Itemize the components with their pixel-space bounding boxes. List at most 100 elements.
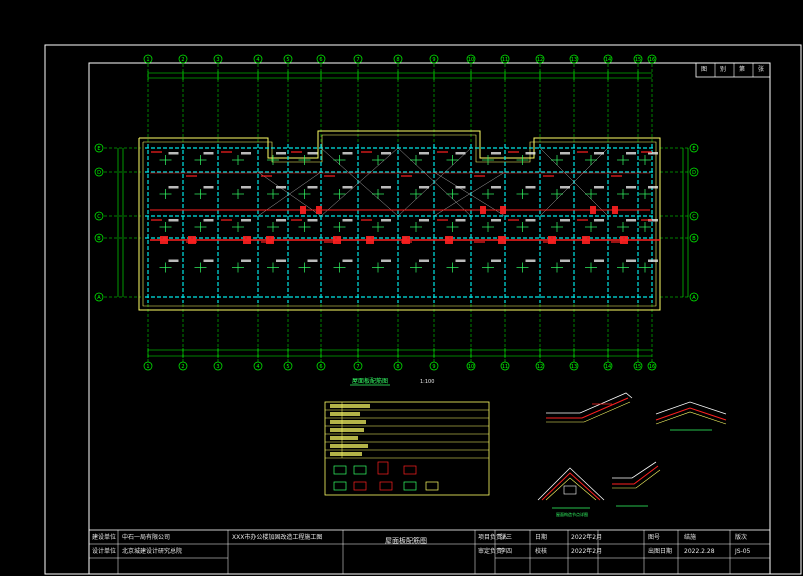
sheet-number: JS-05 xyxy=(735,548,751,555)
axis-bubble xyxy=(316,54,326,64)
axis-bubble xyxy=(500,54,510,64)
axis-label-side: D xyxy=(692,170,696,176)
date-label-1: 日期 xyxy=(535,534,548,541)
axis-label-top: 12 xyxy=(537,364,543,370)
axis-bubble xyxy=(94,167,104,177)
rebar-layout xyxy=(150,151,660,273)
axis-label-top: 10 xyxy=(468,57,474,63)
designer-value: 北京城建设计研究总院 xyxy=(122,548,183,555)
axis-bubble xyxy=(178,361,188,371)
axis-bubble xyxy=(429,54,439,64)
axis-bubble xyxy=(429,361,439,371)
sheet-info-box xyxy=(695,62,771,78)
sheet-box-label-1: 图 xyxy=(701,66,708,73)
axis-label-top: 11 xyxy=(502,57,508,63)
axis-label-side: B xyxy=(97,236,101,242)
plan-title: 屋面板配筋图 xyxy=(352,377,388,385)
date-value-1: 2022年2月 xyxy=(571,534,603,541)
axis-bubble xyxy=(283,54,293,64)
axis-label-top: 14 xyxy=(605,57,611,63)
check-label: 校核 xyxy=(535,548,548,555)
approve-label: 审定负责 xyxy=(478,548,503,555)
axis-label-top: 10 xyxy=(468,364,474,370)
axis-label-top: 11 xyxy=(502,364,508,370)
axis-bubble xyxy=(466,54,476,64)
axis-bubble xyxy=(689,292,699,302)
axis-bubble xyxy=(603,361,613,371)
axis-label-top: 9 xyxy=(432,364,435,370)
owner-value: 中石一局有限公司 xyxy=(122,534,171,541)
axis-grid: 1122334455667788991010111112121313141415… xyxy=(94,54,699,371)
sheet-box-label-2: 别 xyxy=(720,66,727,73)
axis-label-top: 1 xyxy=(146,364,149,370)
axis-label-side: C xyxy=(692,214,696,220)
axis-label-top: 9 xyxy=(432,57,435,63)
axis-label-top: 6 xyxy=(319,57,322,63)
axis-label-top: 12 xyxy=(537,57,543,63)
issue-date-label: 出图日期 xyxy=(648,548,673,555)
building-inner-outline xyxy=(142,134,657,307)
plan-scale: 1:100 xyxy=(420,379,434,385)
designer-label: 设计单位 xyxy=(92,548,117,555)
axis-label-top: 5 xyxy=(286,364,289,370)
detail-label: 屋面构造节点详图 xyxy=(556,511,588,517)
axis-label-side: E xyxy=(692,146,695,152)
title-block xyxy=(88,529,771,575)
axis-bubble xyxy=(393,361,403,371)
axis-bubble xyxy=(253,361,263,371)
axis-bubble xyxy=(633,361,643,371)
issue-date-value: 2022.2.28 xyxy=(684,548,715,555)
axis-label-side: B xyxy=(692,236,696,242)
axis-bubble xyxy=(500,361,510,371)
detail-sketch-2 xyxy=(655,401,727,431)
axis-label-top: 16 xyxy=(649,364,655,370)
axis-bubble xyxy=(535,361,545,371)
lead-label: 项目负责人 xyxy=(478,534,509,541)
axis-label-side: E xyxy=(97,146,100,152)
axis-label-top: 1 xyxy=(146,57,149,63)
detail-sketch-3 xyxy=(537,467,605,509)
axis-bubble xyxy=(353,54,363,64)
approve-sign: 李四 xyxy=(500,548,513,555)
notes-table xyxy=(324,401,490,496)
axis-bubble xyxy=(353,361,363,371)
axis-label-top: 4 xyxy=(256,57,259,63)
sheet-inner-border xyxy=(88,62,771,575)
axis-label-top: 8 xyxy=(396,57,399,63)
axis-label-top: 15 xyxy=(635,364,641,370)
axis-bubble xyxy=(689,143,699,153)
axis-label-top: 4 xyxy=(256,364,259,370)
owner-label: 建设单位 xyxy=(92,534,117,541)
axis-bubble xyxy=(94,292,104,302)
date-value-2: 2022年2月 xyxy=(571,548,603,555)
axis-bubble xyxy=(283,361,293,371)
axis-bubble xyxy=(569,361,579,371)
drawing-no-label: 图号 xyxy=(648,534,661,541)
axis-label-top: 7 xyxy=(356,364,359,370)
axis-label-top: 8 xyxy=(396,364,399,370)
axis-bubble xyxy=(393,54,403,64)
axis-bubble xyxy=(94,233,104,243)
axis-bubble xyxy=(213,361,223,371)
axis-label-top: 3 xyxy=(216,57,219,63)
axis-label-top: 3 xyxy=(216,364,219,370)
axis-label-side: A xyxy=(692,295,696,301)
axis-label-top: 13 xyxy=(571,364,577,370)
axis-bubble xyxy=(94,211,104,221)
axis-label-top: 16 xyxy=(649,57,655,63)
axis-label-top: 15 xyxy=(635,57,641,63)
axis-bubble xyxy=(94,143,104,153)
axis-bubble xyxy=(253,54,263,64)
floor-plan xyxy=(138,130,661,311)
axis-label-top: 7 xyxy=(356,57,359,63)
axis-bubble xyxy=(603,54,613,64)
detail-sketch-4 xyxy=(612,461,661,507)
axis-bubble xyxy=(689,211,699,221)
axis-bubble xyxy=(569,54,579,64)
axis-bubble xyxy=(143,54,153,64)
axis-bubble xyxy=(213,54,223,64)
axis-bubble xyxy=(316,361,326,371)
axis-label-top: 14 xyxy=(605,364,611,370)
